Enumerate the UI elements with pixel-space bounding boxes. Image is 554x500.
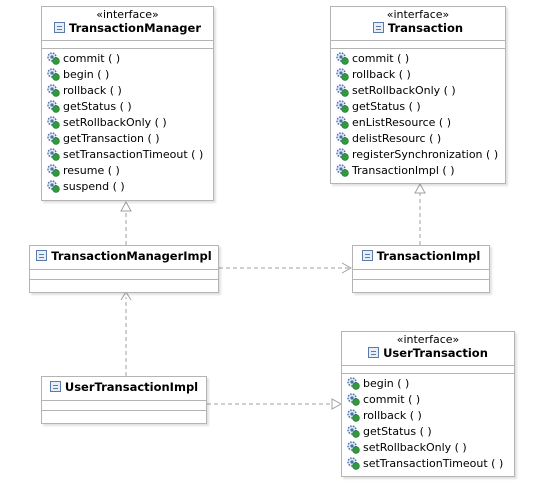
method-icon (347, 409, 360, 422)
arrowhead-ut (331, 398, 343, 410)
class-header: «interface» Transaction (331, 7, 505, 35)
interface-icon (368, 347, 380, 358)
method-item[interactable]: resume ( ) (47, 163, 213, 179)
method-item[interactable]: begin ( ) (347, 376, 514, 392)
method-item[interactable]: setRollbackOnly ( ) (47, 115, 213, 131)
method-item[interactable]: commit ( ) (336, 51, 505, 67)
method-icon (336, 84, 349, 97)
arrowhead-t (414, 182, 426, 194)
method-icon (47, 100, 60, 113)
class-name: UserTransaction (383, 346, 488, 360)
method-item[interactable]: setTransactionTimeout ( ) (47, 147, 213, 163)
method-item[interactable]: getTransaction ( ) (47, 131, 213, 147)
class-name: TransactionImpl (376, 249, 481, 263)
method-icon (336, 100, 349, 113)
method-item[interactable]: registerSynchronization ( ) (336, 147, 505, 163)
method-item[interactable]: setRollbackOnly ( ) (336, 83, 505, 99)
class-header: TransactionImpl (353, 246, 489, 263)
method-item[interactable]: rollback ( ) (47, 83, 213, 99)
method-icon (347, 441, 360, 454)
arrowhead-timpl (341, 262, 353, 274)
method-item[interactable]: commit ( ) (347, 392, 514, 408)
method-item[interactable]: TransactionImpl ( ) (336, 163, 505, 179)
method-icon (47, 180, 60, 193)
method-item[interactable]: commit ( ) (47, 51, 213, 67)
method-list: commit ( ) begin ( ) rollback ( ) getSta… (42, 49, 213, 197)
class-header: «interface» TransactionManager (42, 7, 213, 35)
method-item[interactable]: getStatus ( ) (336, 99, 505, 115)
method-item[interactable]: enListResource ( ) (336, 115, 505, 131)
method-icon (347, 425, 360, 438)
class-name: Transaction (387, 21, 464, 35)
interface-icon (53, 22, 65, 33)
method-icon (47, 148, 60, 161)
method-item[interactable]: rollback ( ) (347, 408, 514, 424)
class-transaction[interactable]: «interface» Transaction commit ( ) rollb… (330, 6, 506, 184)
arrowhead-tm (120, 200, 132, 212)
class-icon (36, 250, 48, 261)
method-icon (47, 84, 60, 97)
class-transaction-manager-impl[interactable]: TransactionManagerImpl (29, 245, 219, 293)
class-name: UserTransactionImpl (64, 380, 199, 394)
method-icon (336, 148, 349, 161)
method-list: begin ( ) commit ( ) rollback ( ) getSta… (342, 374, 514, 474)
method-icon (47, 132, 60, 145)
class-icon (361, 250, 373, 261)
class-user-transaction[interactable]: «interface» UserTransaction begin ( ) co… (341, 331, 515, 477)
method-icon (47, 164, 60, 177)
method-item[interactable]: suspend ( ) (47, 179, 213, 195)
method-icon (347, 457, 360, 470)
class-name: TransactionManagerImpl (51, 249, 212, 263)
method-icon (336, 164, 349, 177)
method-icon (347, 393, 360, 406)
method-icon (47, 52, 60, 65)
class-transaction-manager[interactable]: «interface» TransactionManager commit ( … (41, 6, 214, 201)
method-icon (336, 132, 349, 145)
method-icon (336, 52, 349, 65)
method-icon (336, 68, 349, 81)
method-icon (47, 116, 60, 129)
method-list: commit ( ) rollback ( ) setRollbackOnly … (331, 49, 505, 181)
method-item[interactable]: setTransactionTimeout ( ) (347, 456, 514, 472)
class-name: TransactionManager (68, 21, 201, 35)
method-icon (47, 68, 60, 81)
stereotype-label: «interface» (396, 333, 460, 346)
class-header: «interface» UserTransaction (342, 332, 514, 360)
method-item[interactable]: setRollbackOnly ( ) (347, 440, 514, 456)
method-icon (336, 116, 349, 129)
method-item[interactable]: getStatus ( ) (47, 99, 213, 115)
method-item[interactable]: getStatus ( ) (347, 424, 514, 440)
method-icon (347, 377, 360, 390)
stereotype-label: «interface» (96, 8, 159, 21)
interface-icon (372, 22, 384, 33)
stereotype-label: «interface» (386, 8, 450, 21)
class-transaction-impl[interactable]: TransactionImpl (352, 245, 490, 293)
class-header: TransactionManagerImpl (30, 246, 218, 263)
class-icon (49, 381, 61, 392)
method-item[interactable]: begin ( ) (47, 67, 213, 83)
method-item[interactable]: delistResourc ( ) (336, 131, 505, 147)
class-user-transaction-impl[interactable]: UserTransactionImpl (41, 376, 207, 424)
class-header: UserTransactionImpl (42, 377, 206, 394)
method-item[interactable]: rollback ( ) (336, 67, 505, 83)
